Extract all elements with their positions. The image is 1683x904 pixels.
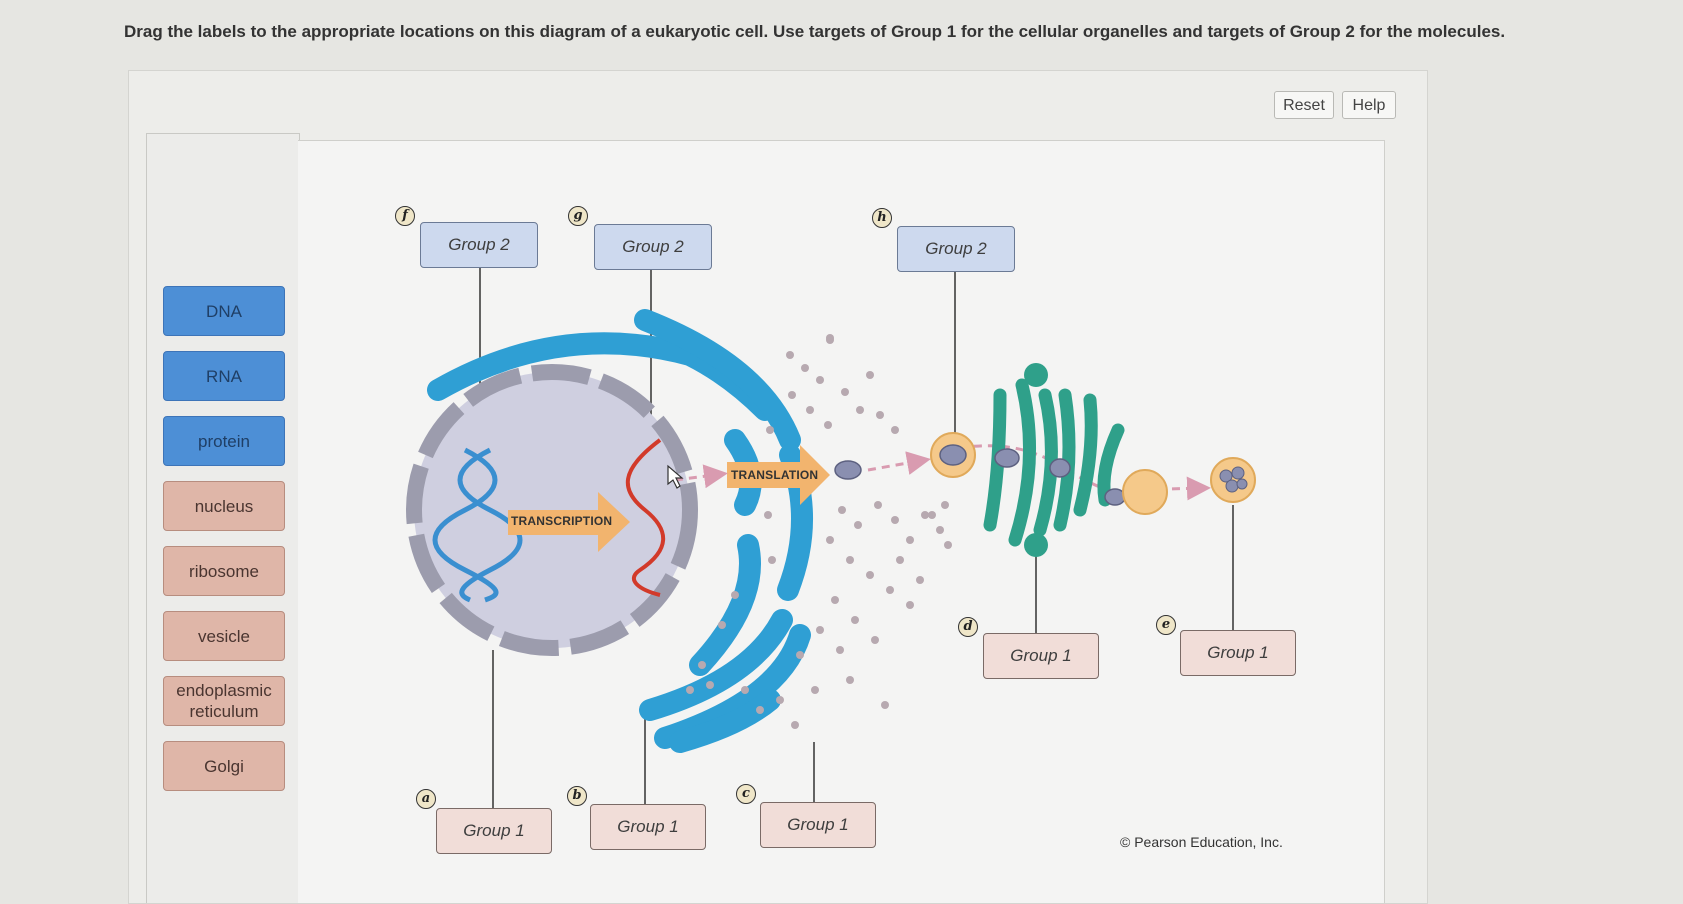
help-button[interactable]: Help (1342, 91, 1396, 119)
target-letter-e: e (1156, 615, 1176, 635)
transcription-arrow (508, 492, 630, 552)
label-nucleus[interactable]: nucleus (163, 481, 285, 531)
target-letter-a: a (416, 789, 436, 809)
label-protein[interactable]: protein (163, 416, 285, 466)
target-g-group2[interactable]: Group 2 (594, 224, 712, 270)
target-letter-h: h (872, 208, 892, 228)
target-a-group1[interactable]: Group 1 (436, 808, 552, 854)
target-letter-d: d (958, 617, 978, 637)
reset-button[interactable]: Reset (1274, 91, 1334, 119)
label-endoplasmic-reticulum[interactable]: endoplasmic reticulum (163, 676, 285, 726)
nuclear-envelope (406, 364, 698, 656)
endoplasmic-reticulum (427, 309, 813, 753)
protein-blob (834, 460, 862, 480)
target-letter-g: g (568, 206, 588, 226)
golgi-vesicle-bottom (1024, 533, 1048, 557)
golgi-apparatus (983, 378, 1125, 547)
translation-label: TRANSLATION (731, 468, 819, 482)
label-ribosome[interactable]: ribosome (163, 546, 285, 596)
transcription-label: TRANSCRIPTION (511, 514, 613, 528)
target-c-group1[interactable]: Group 1 (760, 802, 876, 848)
target-letter-f: f (395, 206, 415, 226)
vesicle-middle (1122, 469, 1168, 515)
mouse-cursor-icon (667, 464, 684, 489)
target-letter-b: b (567, 786, 587, 806)
target-h-group2[interactable]: Group 2 (897, 226, 1015, 272)
target-f-group2[interactable]: Group 2 (420, 222, 538, 268)
copyright-notice: © Pearson Education, Inc. (1120, 834, 1283, 850)
golgi-vesicle-top (1024, 363, 1048, 387)
target-letter-c: c (736, 784, 756, 804)
label-golgi[interactable]: Golgi (163, 741, 285, 791)
translation-arrow (727, 445, 830, 505)
target-b-group1[interactable]: Group 1 (590, 804, 706, 850)
rna-strand (625, 438, 666, 597)
label-dna[interactable]: DNA (163, 286, 285, 336)
target-e-group1[interactable]: Group 1 (1180, 630, 1296, 676)
instructions-text: Drag the labels to the appropriate locat… (124, 22, 1506, 41)
target-d-group1[interactable]: Group 1 (983, 633, 1099, 679)
label-rna[interactable]: RNA (163, 351, 285, 401)
label-vesicle[interactable]: vesicle (163, 611, 285, 661)
ribosome-dots (686, 334, 952, 729)
